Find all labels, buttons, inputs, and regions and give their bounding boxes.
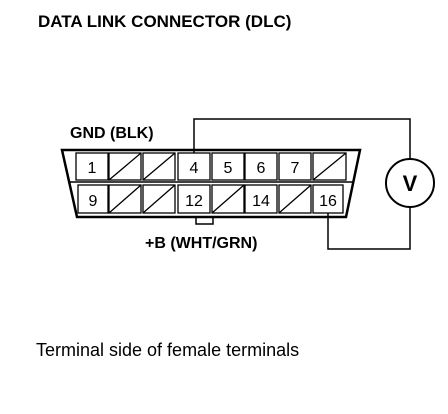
- diagram-caption: Terminal side of female terminals: [36, 340, 300, 360]
- pin-cell: [278, 152, 312, 181]
- pin-label: 14: [252, 193, 270, 210]
- empty-slash: [278, 184, 312, 214]
- pin-label: 5: [224, 160, 233, 177]
- battery-wire: [327, 208, 411, 250]
- pin-cell-empty: [142, 152, 176, 181]
- pin-label: 6: [257, 160, 266, 177]
- pin-cell-empty: [278, 184, 312, 214]
- voltmeter-icon: V: [385, 158, 435, 208]
- empty-slash: [108, 184, 142, 214]
- battery-label: +B (WHT/GRN): [145, 235, 257, 252]
- pin-label: 9: [89, 193, 98, 210]
- pin-label: 1: [88, 160, 97, 177]
- gnd-label: GND (BLK): [70, 125, 154, 142]
- top-row: 1 4 5 6 7: [75, 152, 347, 181]
- diagram-title: DATA LINK CONNECTOR (DLC): [38, 12, 292, 31]
- bottom-row: 9 12 14 16: [77, 184, 344, 214]
- voltmeter-symbol: V: [403, 171, 418, 196]
- empty-slash: [142, 184, 176, 214]
- pin-cell-empty: [312, 152, 347, 181]
- pin-label: 16: [319, 193, 337, 210]
- empty-slash: [211, 184, 245, 214]
- empty-slash: [142, 152, 176, 181]
- pin-cell: [77, 184, 109, 214]
- pin-cell: [177, 184, 211, 214]
- pin-cell-empty: [108, 152, 142, 181]
- connector-body: [60, 148, 362, 219]
- pin-cell-empty: [108, 184, 142, 214]
- gnd-wire: [193, 118, 411, 158]
- pin-cell: [244, 152, 278, 181]
- pin-label: 7: [291, 160, 300, 177]
- empty-slash: [108, 152, 142, 181]
- locking-tab: [195, 216, 214, 225]
- pin-cell: [244, 184, 278, 214]
- empty-slash: [312, 152, 347, 181]
- pin-cell-empty: [211, 184, 245, 214]
- pin-cell: [75, 152, 109, 181]
- pin-label: 4: [190, 160, 199, 177]
- pin-label: 12: [185, 193, 203, 210]
- pin-cell-empty: [142, 184, 176, 214]
- pin-cell: [211, 152, 245, 181]
